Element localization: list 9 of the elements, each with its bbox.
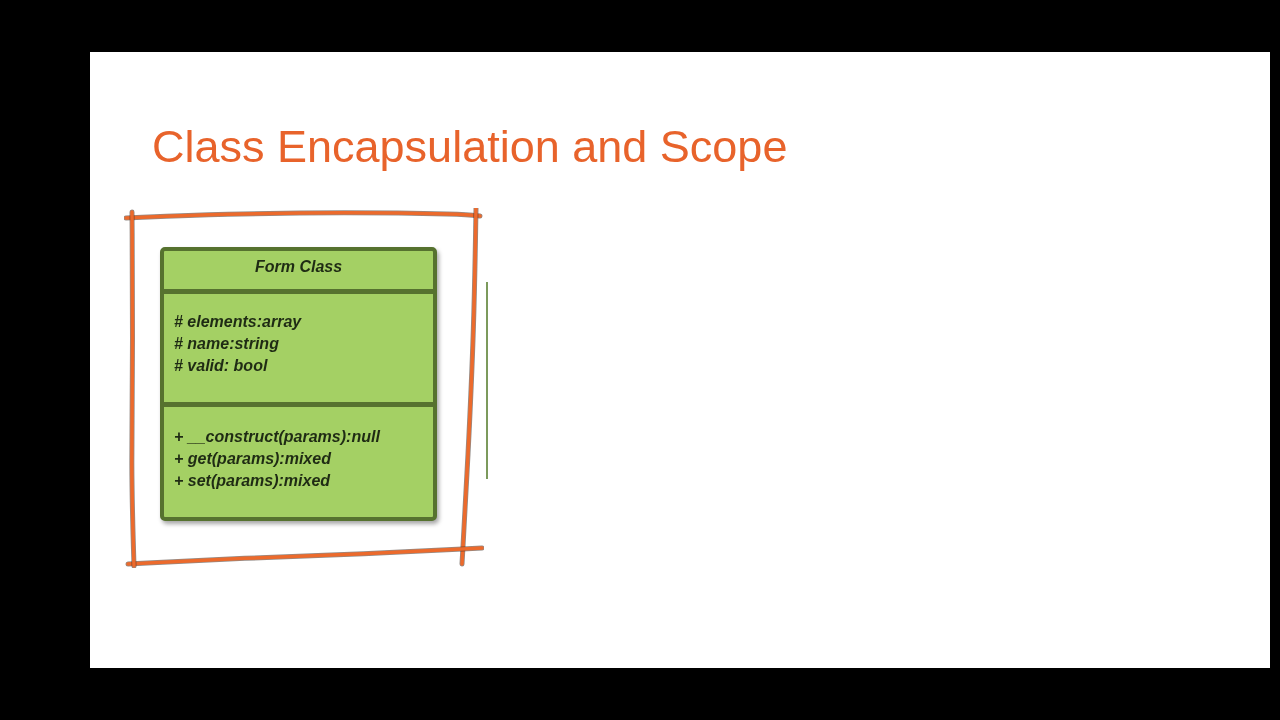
class-name: Form Class [254,257,343,277]
method-text: + __construct(params):null [174,427,380,447]
slide-title: Class Encapsulation and Scope [152,122,788,172]
attribute-text: # valid: bool [174,356,268,376]
method-text: + get(params):mixed [174,449,331,469]
attribute-text: # elements:array [174,312,302,332]
uml-class-box [160,247,437,521]
attribute-text: # name:string [174,334,279,354]
method-text: + set(params):mixed [174,471,331,491]
